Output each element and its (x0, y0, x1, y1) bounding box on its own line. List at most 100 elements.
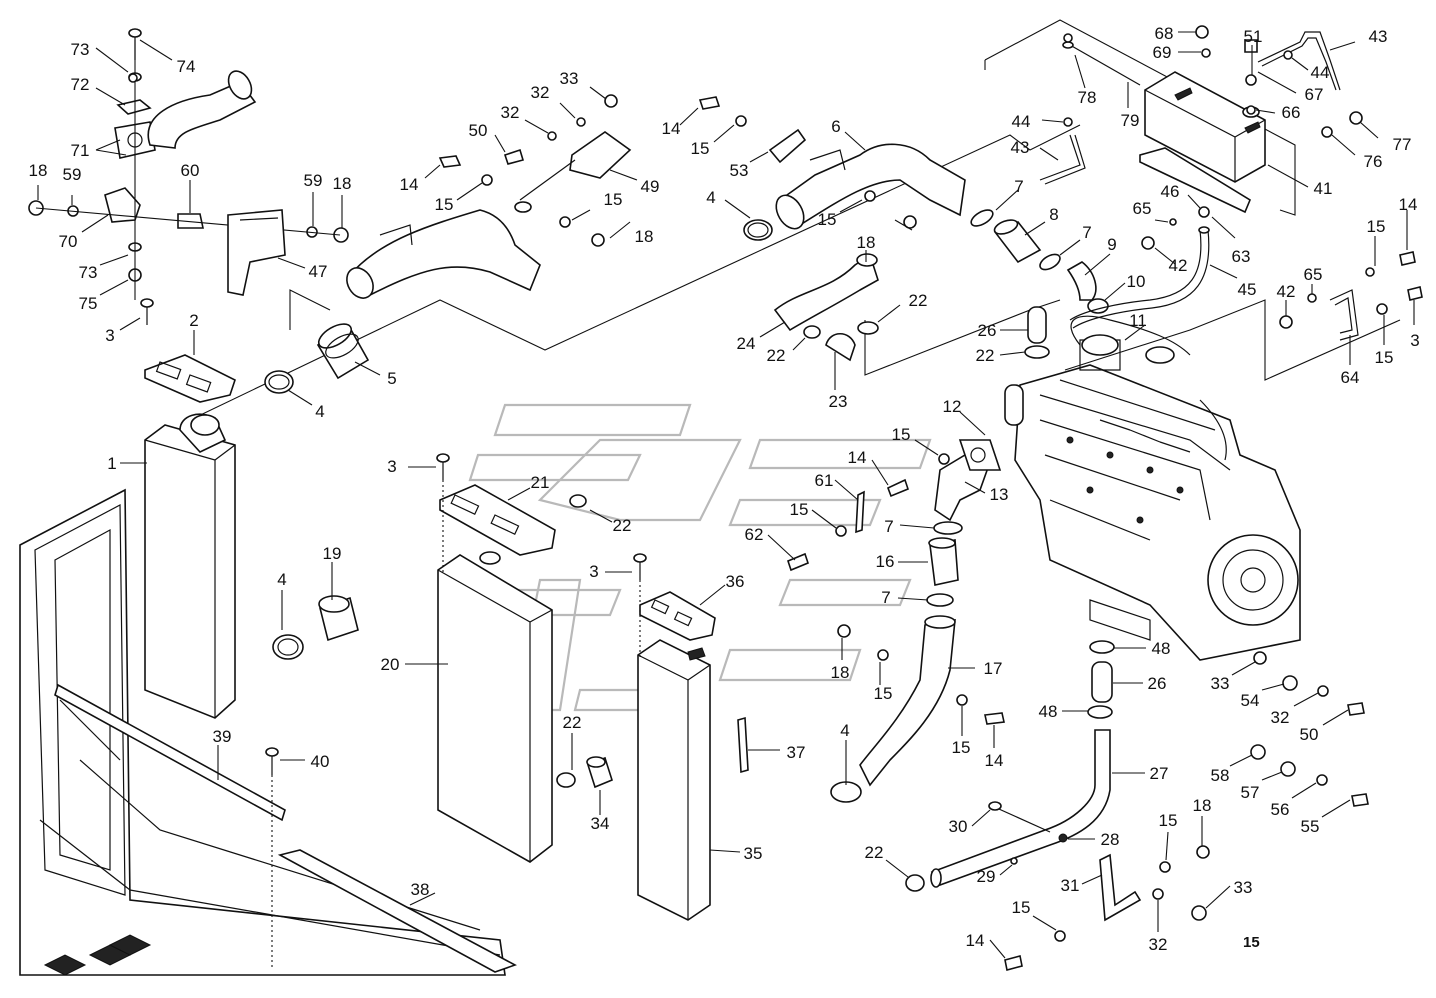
callout-16: 16 (876, 552, 895, 571)
callout-42: 42 (1277, 282, 1296, 301)
radiator-frame-panel (19, 488, 506, 976)
callout-23: 23 (829, 392, 848, 411)
engine-mount-assembly (28, 28, 349, 300)
callout-15: 15 (1367, 217, 1386, 236)
callout-48: 48 (1152, 639, 1171, 658)
callout-12: 12 (943, 397, 962, 416)
callout-34: 34 (591, 814, 610, 833)
callout-22: 22 (976, 346, 995, 365)
callout-73: 73 (71, 40, 90, 59)
callout-40: 40 (311, 752, 330, 771)
callout-63: 63 (1232, 247, 1251, 266)
seal-strip-38 (277, 849, 517, 973)
callout-77: 77 (1393, 135, 1412, 154)
callout-44: 44 (1012, 112, 1031, 131)
pipe-6 (775, 143, 966, 230)
callout-2: 2 (189, 311, 198, 330)
callout-15: 15 (892, 425, 911, 444)
clamp-22-mid (803, 321, 879, 339)
bracket-47 (227, 209, 286, 296)
callout-15: 15 (1012, 898, 1031, 917)
callout-43: 43 (1011, 138, 1030, 157)
callout-45: 45 (1238, 280, 1257, 299)
callout-7: 7 (1082, 223, 1091, 242)
callout-18: 18 (857, 233, 876, 252)
callout-1: 1 (107, 454, 116, 473)
pipe-24 (773, 253, 879, 332)
pipe-17 (859, 615, 956, 787)
bracket-61 (855, 490, 865, 534)
bracket-63 (1139, 147, 1252, 214)
callout-18: 18 (831, 663, 850, 682)
charge-air-cooler-20 (437, 551, 553, 863)
clip-28 (1058, 833, 1068, 843)
callout-51: 51 (1244, 27, 1263, 46)
expansion-tank-41 (1144, 71, 1266, 183)
callout-57: 57 (1241, 783, 1260, 802)
callout-44: 44 (1311, 63, 1330, 82)
callout-76: 76 (1364, 152, 1383, 171)
hose-43-lower (1039, 134, 1086, 185)
charge-air-cooler-1 (144, 413, 236, 719)
bolt-3-left (140, 298, 154, 325)
clamp-22-bottom (905, 874, 925, 892)
callout-22: 22 (909, 291, 928, 310)
callout-32: 32 (1149, 935, 1168, 954)
callout-14: 14 (985, 751, 1004, 770)
callout-9: 9 (1107, 235, 1116, 254)
callout-21: 21 (531, 473, 550, 492)
callout-49: 49 (641, 177, 660, 196)
callout-18: 18 (333, 174, 352, 193)
callout-7: 7 (884, 517, 893, 536)
clamp-48-lower (1087, 705, 1113, 719)
callout-71: 71 (71, 141, 90, 160)
callout-18: 18 (29, 161, 48, 180)
callout-53: 53 (730, 161, 749, 180)
callout-33: 33 (1211, 674, 1230, 693)
bracket-31 (1099, 853, 1142, 922)
bolt-3-right (633, 553, 647, 660)
pipe-13 (934, 439, 1002, 522)
callout-8: 8 (1049, 205, 1058, 224)
callout-3: 3 (387, 457, 396, 476)
callout-3: 3 (105, 326, 114, 345)
callout-3: 3 (1410, 331, 1419, 350)
clamp-4-lower (272, 634, 304, 660)
callout-66: 66 (1282, 103, 1301, 122)
elbow-9 (1066, 261, 1097, 301)
callout-35: 35 (744, 844, 763, 863)
hose-43-upper (1257, 31, 1341, 91)
callout-38: 38 (411, 880, 430, 899)
callout-14: 14 (400, 175, 419, 194)
hose-26-upper (1024, 306, 1050, 359)
callout-78: 78 (1078, 88, 1097, 107)
callout-31: 31 (1061, 876, 1080, 895)
callout-39: 39 (213, 727, 232, 746)
callout-29: 29 (977, 867, 996, 886)
callout-22: 22 (767, 346, 786, 365)
hose-5 (316, 323, 370, 380)
callout-28: 28 (1101, 830, 1120, 849)
callout-59: 59 (304, 171, 323, 190)
callout-54: 54 (1241, 691, 1260, 710)
callout-41: 41 (1314, 179, 1333, 198)
callout-33: 33 (560, 69, 579, 88)
screw-29 (1010, 857, 1018, 865)
callout-15: 15 (952, 738, 971, 757)
group-frame-lines (189, 19, 1401, 421)
intake-pipe-upper-left (147, 70, 257, 149)
callout-65: 65 (1304, 265, 1323, 284)
clamp-22-lower (556, 494, 587, 788)
callout-15: 15 (818, 210, 837, 229)
callout-36: 36 (726, 572, 745, 591)
callout-15: 15 (1159, 811, 1178, 830)
hose-8 (993, 219, 1042, 264)
clamp-4-mid (743, 219, 773, 241)
callout-4: 4 (315, 402, 324, 421)
leader-lines (37, 31, 1415, 959)
callout-4: 4 (706, 188, 715, 207)
ring-7-middle (1039, 253, 1061, 271)
callout-55: 55 (1301, 817, 1320, 836)
